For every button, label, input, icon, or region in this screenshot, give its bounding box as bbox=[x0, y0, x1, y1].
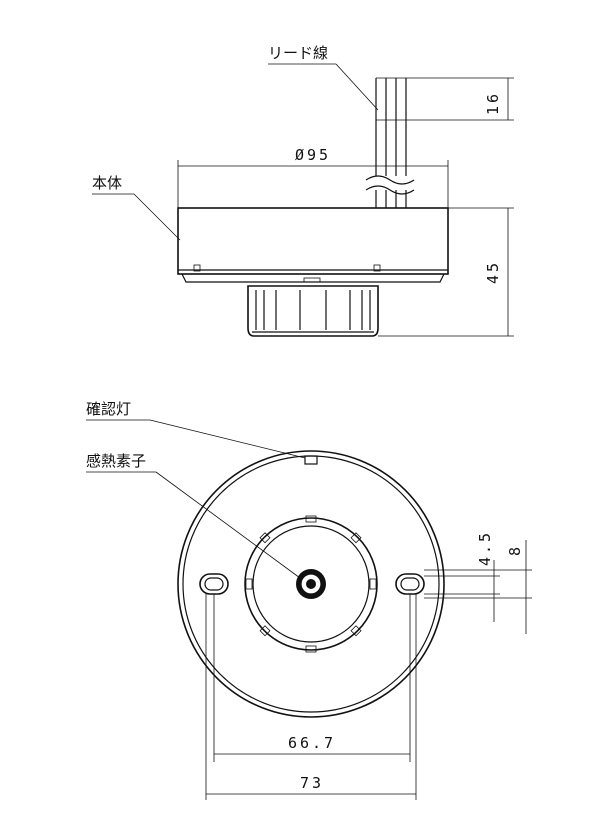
lead-wire-bundle bbox=[365, 77, 415, 208]
dim-lead-length-text: 16 bbox=[484, 91, 502, 115]
sensor-label: 感熱素子 bbox=[86, 452, 146, 470]
dim-slot: 4.5 8 bbox=[424, 530, 532, 634]
thermal-element bbox=[296, 569, 326, 599]
dim-outer-text: 73 bbox=[300, 774, 324, 792]
mounting-slot-right bbox=[395, 573, 425, 595]
dim-diameter-text: Ø95 bbox=[295, 146, 331, 164]
outer-rim bbox=[177, 450, 445, 718]
dim-slot-length-text: 8 bbox=[506, 544, 524, 556]
body-label: 本体 bbox=[92, 174, 122, 192]
indicator-lamp bbox=[304, 455, 318, 465]
dim-outer: 73 bbox=[205, 594, 417, 800]
lead-wire-label: リード線 bbox=[268, 44, 328, 62]
indicator-label: 確認灯 bbox=[86, 400, 131, 418]
detector-body bbox=[177, 207, 449, 337]
bottom-view: 確認灯 感熱素子 4.5 8 66.7 bbox=[86, 400, 532, 800]
side-view: リード線 16 Ø95 bbox=[92, 44, 514, 337]
dim-pitch-text: 66.7 bbox=[288, 734, 336, 752]
dim-diameter: Ø95 bbox=[177, 146, 449, 212]
sensor-cover bbox=[244, 517, 378, 651]
dim-height: 45 bbox=[378, 207, 514, 337]
dim-pitch: 66.7 bbox=[213, 594, 411, 762]
dim-height-text: 45 bbox=[484, 260, 502, 284]
dim-lead-length: 16 bbox=[406, 77, 514, 121]
dim-slot-width-text: 4.5 bbox=[476, 530, 494, 566]
mounting-slot-left bbox=[199, 573, 229, 595]
